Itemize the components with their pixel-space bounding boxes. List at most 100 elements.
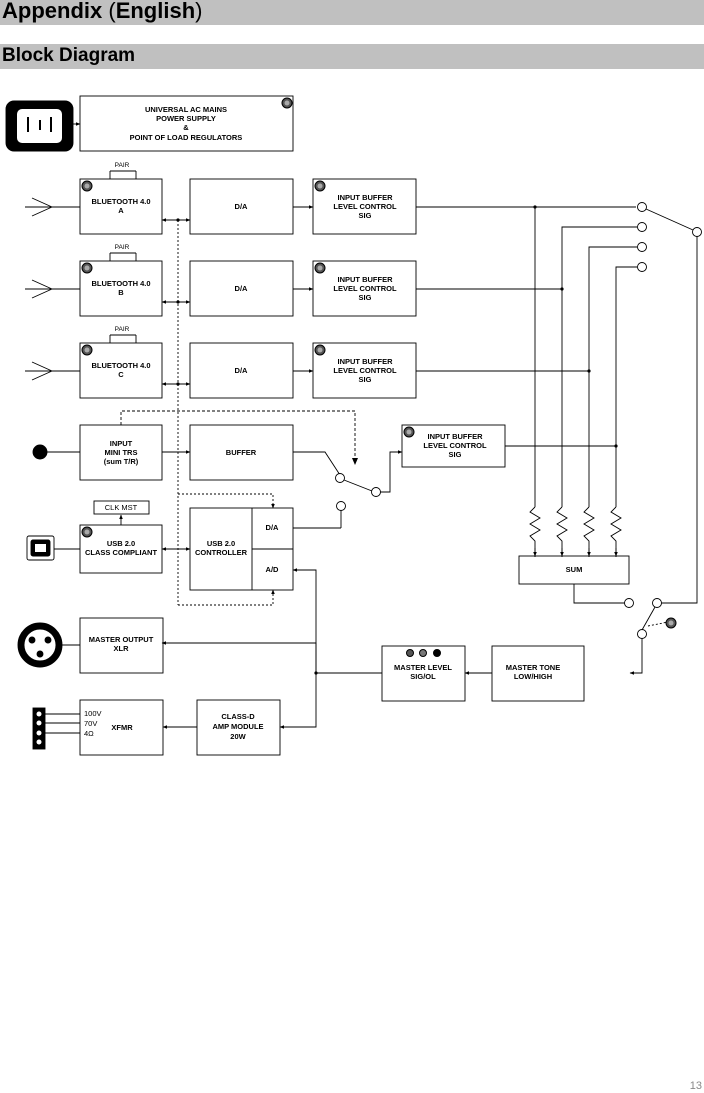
bt-c-label-2: C <box>118 370 124 379</box>
source-common <box>692 227 702 237</box>
mini-trs-label-2: MINI TRS <box>105 448 138 457</box>
xfmr-tap-4ohm: 4Ω <box>84 729 94 738</box>
da-b-block <box>189 260 294 317</box>
xfmr-label: XFMR <box>111 723 133 732</box>
class-d-label-1: CLASS-D <box>221 712 255 721</box>
pair-label-b: PAIR <box>115 244 130 251</box>
mini-trs-jack-icon <box>32 444 48 460</box>
input-d-knob-icon <box>403 426 415 438</box>
master-output-block <box>79 617 164 674</box>
appendix-header: Appendix (English) <box>0 0 704 25</box>
input-a-knob-icon <box>314 180 326 192</box>
class-d-label-2: AMP MODULE <box>212 722 263 731</box>
selector-contact-trs <box>335 473 345 483</box>
input-buffer-b-label-3: SIG <box>359 293 372 302</box>
antenna-b-icon <box>25 279 80 299</box>
source-contact-2 <box>637 222 647 232</box>
usb-ad-label: A/D <box>266 565 280 574</box>
section-header: Block Diagram <box>0 44 704 69</box>
master-level-label-1: MASTER LEVEL <box>394 663 452 672</box>
input-buffer-b-label-1: INPUT BUFFER <box>338 275 394 284</box>
power-supply-label-3: & <box>183 123 189 132</box>
input-b-knob-icon <box>314 262 326 274</box>
buffer-label: BUFFER <box>226 448 257 457</box>
mode-knob-icon <box>665 617 677 629</box>
antenna-c-icon <box>25 361 80 381</box>
master-tone-label-2: LOW/HIGH <box>514 672 552 681</box>
input-buffer-b-label-2: LEVEL CONTROL <box>333 284 397 293</box>
page-number: 13 <box>689 1080 702 1092</box>
section-title: Block Diagram <box>2 45 136 66</box>
input-buffer-d-label-3: SIG <box>449 450 462 459</box>
usb-controller-label-2: CONTROLLER <box>195 548 248 557</box>
buffer-block <box>189 424 294 481</box>
xfmr-tap-70v: 70V <box>84 719 97 728</box>
usb-da-label: D/A <box>266 523 280 532</box>
usb-class-label-1: USB 2.0 <box>107 539 135 548</box>
sum-label: SUM <box>566 565 583 574</box>
usb-class-label-2: CLASS COMPLIANT <box>85 548 158 557</box>
bt-b-led-icon <box>81 262 93 274</box>
power-led-icon <box>281 97 293 109</box>
source-contact-4 <box>637 262 647 272</box>
clk-mst-label: CLK MST <box>105 503 138 512</box>
mode-common <box>637 629 647 639</box>
bluetooth-a-block <box>79 178 163 235</box>
mode-contact-sum <box>624 598 634 608</box>
bluetooth-b-block <box>79 260 163 317</box>
appendix-title: Appendix (English) <box>2 0 203 23</box>
usb-led-icon <box>81 526 93 538</box>
power-supply-label-1: UNIVERSAL AC MAINS <box>145 105 227 114</box>
selector-common <box>371 487 381 497</box>
xfmr-tap-100v: 100V <box>84 709 102 718</box>
bt-c-led-icon <box>81 344 93 356</box>
clk-mst-block <box>93 500 150 515</box>
pair-label-c: PAIR <box>115 326 130 333</box>
power-supply-block <box>79 95 294 152</box>
class-d-block <box>196 699 281 756</box>
ac-inlet-icon <box>5 100 74 152</box>
input-buffer-c-label-2: LEVEL CONTROL <box>333 366 397 375</box>
pair-button-c-icon <box>109 334 137 343</box>
input-c-knob-icon <box>314 344 326 356</box>
mode-contact-src <box>652 598 662 608</box>
bt-b-label-1: BLUETOOTH 4.0 <box>91 279 150 288</box>
input-buffer-a-label-3: SIG <box>359 211 372 220</box>
bt-a-label-1: BLUETOOTH 4.0 <box>91 197 150 206</box>
bt-c-label-1: BLUETOOTH 4.0 <box>91 361 150 370</box>
input-buffer-c-label-3: SIG <box>359 375 372 384</box>
bluetooth-c-block <box>79 342 163 399</box>
selector-contact-usb <box>336 501 346 511</box>
master-level-label-2: SIG/OL <box>410 672 436 681</box>
da-c-label: D/A <box>235 366 249 375</box>
input-buffer-d-label-1: INPUT BUFFER <box>428 432 484 441</box>
usb-b-port-icon <box>26 535 55 561</box>
master-output-label-2: XLR <box>114 644 130 653</box>
input-buffer-a-label-1: INPUT BUFFER <box>338 193 394 202</box>
da-a-label: D/A <box>235 202 249 211</box>
source-contact-1 <box>637 202 647 212</box>
mini-trs-label-1: INPUT <box>110 439 133 448</box>
master-level-leds-icon <box>406 649 441 657</box>
da-c-block <box>189 342 294 399</box>
power-supply-label-2: POWER SUPPLY <box>156 114 216 123</box>
usb-controller-label-1: USB 2.0 <box>207 539 235 548</box>
class-d-label-3: 20W <box>230 732 246 741</box>
antenna-a-icon <box>25 197 80 217</box>
master-tone-label-1: MASTER TONE <box>506 663 560 672</box>
xfmr-block <box>79 699 164 756</box>
input-buffer-d-label-2: LEVEL CONTROL <box>423 441 487 450</box>
bt-a-led-icon <box>81 180 93 192</box>
master-level-block <box>381 645 466 702</box>
da-a-block <box>189 178 294 235</box>
bt-b-label-2: B <box>118 288 124 297</box>
input-buffer-c-label-1: INPUT BUFFER <box>338 357 394 366</box>
power-supply-label-4: POINT OF LOAD REGULATORS <box>130 133 243 142</box>
pair-label-a: PAIR <box>115 162 130 169</box>
master-output-label-1: MASTER OUTPUT <box>89 635 154 644</box>
speaker-terminal-icon <box>32 707 46 750</box>
pair-button-b-icon <box>109 252 137 261</box>
source-contact-3 <box>637 242 647 252</box>
master-tone-block <box>491 645 585 702</box>
